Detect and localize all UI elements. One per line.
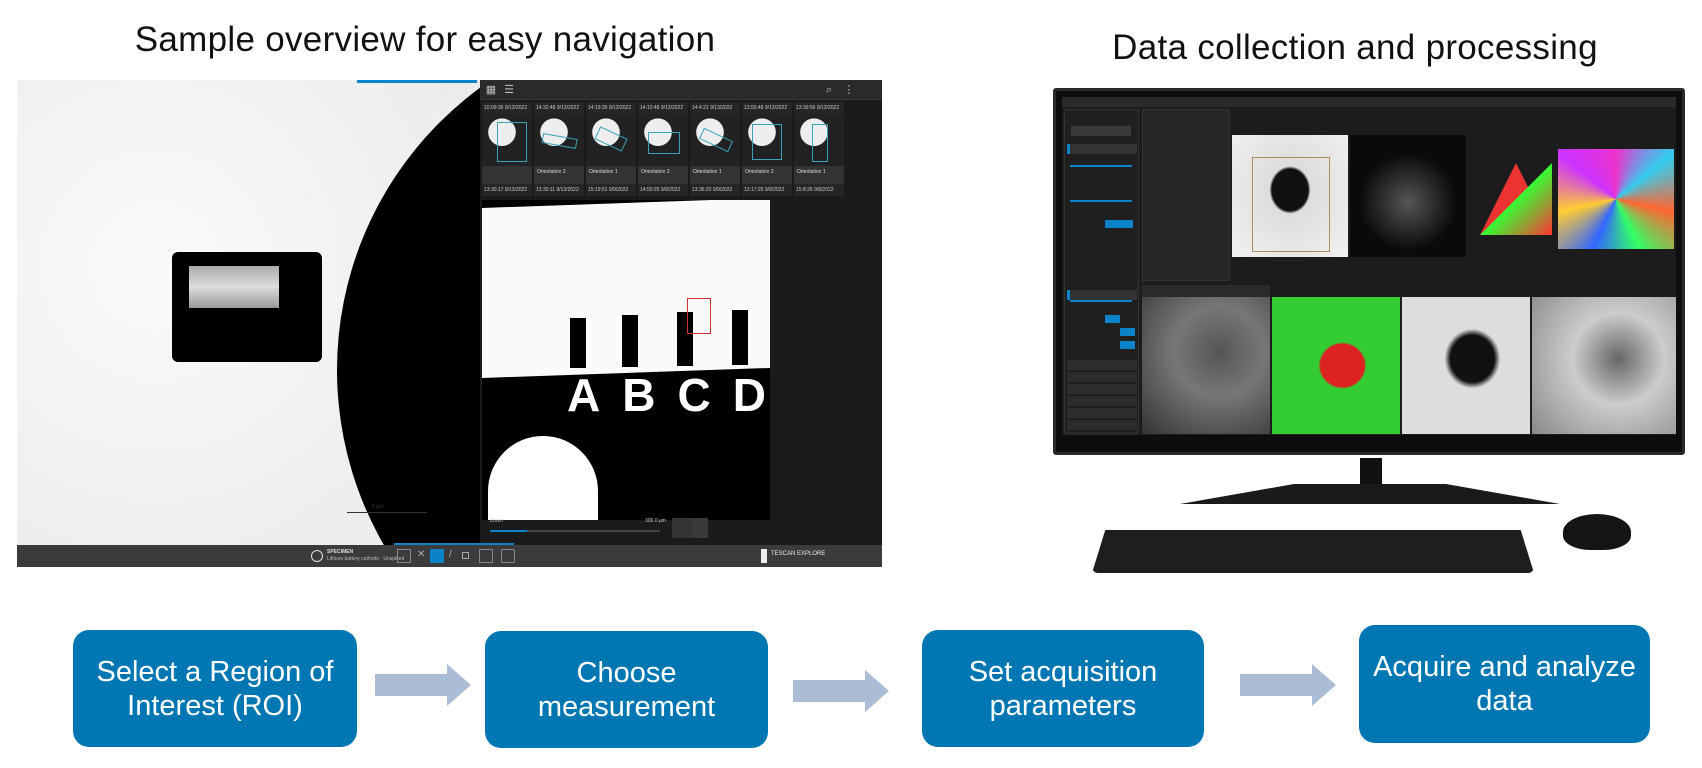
thumbnail-timestamp: 10:09:36 9/13/2022 [484,105,528,111]
thumbnail-image [586,114,636,166]
thumbnail-image [534,114,584,166]
thumbnail-label: Orientation 1 [794,166,844,184]
list-view-icon[interactable]: ☰ [504,84,514,96]
thumbnail-image [794,114,844,166]
3d-view-icon[interactable] [501,549,515,563]
brand-name: TESCAN EXPLORE [771,551,826,557]
thumbnail-timestamp[interactable]: 13:30:11 9/13/2022 [534,184,584,196]
thumbnail-timestamp[interactable]: 15:19:51 9/9/2022 [586,184,636,196]
move-tool-icon[interactable]: ✕ [417,549,426,560]
step-acquire-analyze[interactable]: Acquire and analyze data [1359,625,1650,743]
thumbnail-timestamp[interactable]: 13:36:20 9/9/2022 [690,184,740,196]
tescan-logo-icon [761,549,767,563]
acquisition-sidebar [1064,109,1139,435]
overview-app-screenshot: 5 µm ▦ ☰ ⌕ ⋮ 10:09:36 9/13/2022 14:32:48 … [17,80,882,567]
sample-letter: D [732,369,766,421]
navigate-tool-icon[interactable] [397,549,411,563]
kernel-misorientation-panel[interactable] [1532,297,1676,434]
monitor [1053,88,1685,455]
right-title: Data collection and processing [1112,28,1598,67]
orientation-legend-panel [1470,135,1556,257]
thumbnail-image [690,114,740,166]
thumbnail-timestamp: 13:55:48 9/13/2022 [744,105,788,111]
mouse [1563,514,1631,550]
thumbnail-label: Orientation 1 [690,166,740,184]
thumbnail-timestamp[interactable]: 14:50:25 9/9/2022 [638,184,688,196]
thumbnail-label: Orientation 2 [742,166,792,184]
sample-letter: A [567,369,601,421]
thumbnail-timestamp[interactable]: 13:17:25 9/9/2022 [742,184,792,196]
thumbnail-image [482,114,532,166]
specimen-name[interactable]: Lithium battery cathode · Unspiked [327,556,405,562]
status-bar: SPECIMEN Lithium battery cathode · Unspi… [17,543,882,567]
thumbnail-label: Orientation 2 [534,166,584,184]
left-title: Sample overview for easy navigation [134,20,716,59]
thumbnail-timestamp: 14:4:21 9/13/2022 [692,105,733,111]
rectangle-tool-icon[interactable] [462,552,469,559]
zoom-in-button[interactable] [692,518,708,538]
more-icon[interactable]: ⋮ [843,84,855,96]
results-panel [1142,109,1230,281]
thumbnail-timestamp[interactable]: 15:8:26 9/8/2022 [794,184,844,196]
step-set-parameters[interactable]: Set acquisition parameters [922,630,1204,747]
thumbnail-timestamp: 14:19:39 9/13/2022 [588,105,632,111]
overview-right-panel: ▦ ☰ ⌕ ⋮ 10:09:36 9/13/2022 14:32:48 9/13/… [480,80,882,545]
thumbnail-card[interactable]: 10:09:36 9/13/2022 [482,102,532,184]
zoom-label: Zoom [490,518,503,524]
specimen-title: SPECIMEN [327,549,354,555]
orientation-map-panel[interactable] [1558,149,1674,249]
virtual-image-panel[interactable] [1402,297,1530,434]
search-icon[interactable]: ⌕ [825,84,833,96]
step-select-roi[interactable]: Select a Region of Interest (ROI) [73,630,357,747]
zoom-value: 300.0 µm [645,518,666,524]
arrow-right-icon [375,664,471,706]
sample-letter: C [677,369,711,421]
thumbnail-image [638,114,688,166]
thumbnail-label [482,166,532,184]
grid-view-icon[interactable]: ▦ [485,84,497,96]
arrow-right-icon [1240,664,1336,706]
zoom-slider[interactable] [490,530,660,532]
2d-view-icon[interactable] [479,549,493,563]
band-contrast-panel[interactable] [1142,297,1270,434]
arrow-right-icon [793,670,889,712]
thumbnail-label: Orientation 2 [638,166,688,184]
phase-map-panel[interactable] [1272,297,1400,434]
monitor-stand [1180,484,1560,504]
line-tool-icon[interactable]: / [449,549,452,560]
thumbnail-image [742,114,792,166]
thumbnail-timestamp: 13:39:56 9/13/2022 [796,105,840,111]
thumbnail-timestamp: 14:32:48 9/13/2022 [536,105,580,111]
point-tool-icon[interactable] [430,549,444,563]
sample-overview-image[interactable]: 5 µm [17,80,480,545]
sample-letter: B [622,369,656,421]
image-panel[interactable] [1232,135,1348,257]
keyboard [1092,530,1534,573]
specimen-icon[interactable] [311,550,323,562]
thumbnail-timestamp[interactable]: 13:30:17 9/13/2022 [482,184,532,196]
scale-bar-label: 5 µm [372,504,384,510]
step-choose-measurement[interactable]: Choose measurement [485,631,768,748]
thumbnail-timestamp: 14:10:48 9/13/2022 [640,105,684,111]
thumbnail-label: Orientation 1 [586,166,636,184]
diffraction-panel[interactable] [1350,135,1466,257]
data-collection-app [1062,97,1676,435]
